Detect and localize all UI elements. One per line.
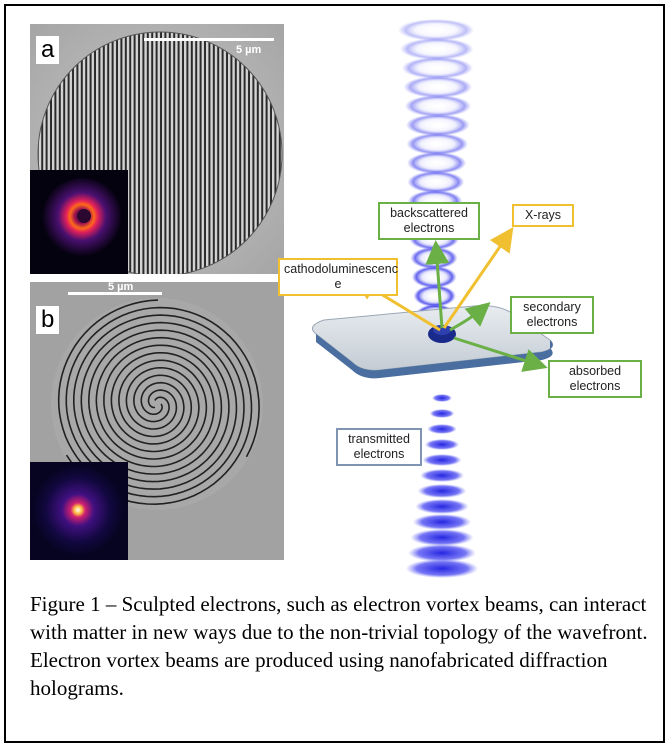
transmitted-beam-blob: [415, 499, 469, 514]
vortex-ring: [403, 76, 473, 98]
vortex-ring: [411, 266, 457, 288]
label-cathodoluminescence: cathodoluminescenc e: [278, 258, 398, 296]
label-absorbed-electrons: absorbed electrons: [548, 360, 642, 398]
transmitted-beam-blob: [405, 559, 479, 578]
diffraction-inset-b: [30, 462, 128, 560]
spiral-arm: [57, 299, 245, 498]
transmitted-beam-blob: [422, 454, 462, 466]
vortex-ring: [413, 285, 456, 307]
cathodo-line-1: cathodoluminescenc: [284, 262, 398, 276]
vortex-beam-diagram: backscattered electrons X-rays cathodolu…: [278, 18, 646, 578]
panel-letter-a: a: [36, 36, 60, 64]
label-secondary-electrons: secondary electrons: [510, 296, 594, 334]
label-x-rays: X-rays: [512, 204, 574, 227]
vortex-ring: [404, 95, 472, 117]
transmitted-beam-blob: [408, 544, 476, 562]
spiral-arm: [65, 314, 253, 506]
vortex-ring: [399, 38, 474, 60]
panel-b-spiral-image: 5 µm b: [30, 282, 284, 560]
vortex-ring: [407, 152, 467, 174]
label-transmitted-electrons: transmitted electrons: [336, 428, 422, 466]
scale-label: 5 µm: [108, 282, 134, 293]
beam-svg: [311, 19, 554, 578]
vortex-ring: [406, 133, 469, 155]
transmitted-beam-blob: [420, 469, 464, 482]
scale-bar: [68, 292, 162, 295]
vortex-ring: [401, 57, 474, 79]
panel-a-grating-image: 5 µm a: [30, 24, 284, 274]
transmitted-beam-blob: [412, 514, 472, 530]
transmitted-beam-blob: [424, 439, 460, 450]
figure-caption: Figure 1 – Sculpted electrons, such as e…: [30, 592, 648, 700]
cathodo-line-2: e: [334, 277, 342, 291]
panel-letter-b: b: [36, 306, 60, 334]
transmitted-beam-blob: [429, 409, 455, 418]
transmitted-beam-blob: [410, 529, 474, 546]
diffraction-inset-a: [30, 170, 128, 274]
transmitted-beam-blob: [417, 484, 467, 498]
vortex-ring: [405, 114, 470, 136]
transmitted-beam-blob: [427, 424, 457, 434]
vortex-ring: [410, 247, 458, 269]
transmitted-beam-blob: [432, 394, 452, 402]
scale-label: 5 µm: [236, 44, 262, 56]
label-backscattered-electrons: backscattered electrons: [378, 202, 480, 240]
vortex-ring: [398, 19, 474, 41]
scale-bar: [144, 38, 274, 41]
vortex-ring: [407, 171, 465, 193]
